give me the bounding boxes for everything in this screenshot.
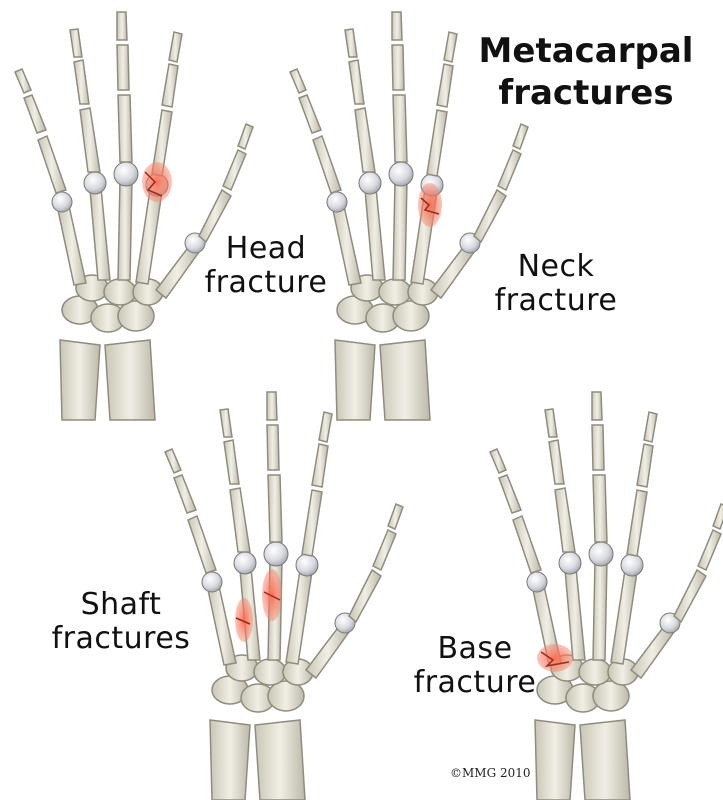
head-fracture-highlight — [142, 162, 172, 202]
hand-head-fracture — [14, 11, 254, 421]
figure-title: Metacarpal fractures — [476, 30, 696, 114]
label-shaft-fractures: Shaft fractures — [46, 588, 196, 656]
label-base-line-1: Base — [437, 631, 513, 666]
label-head-fracture: Head fracture — [196, 232, 336, 300]
label-neck-line-1: Neck — [517, 249, 595, 284]
hand-base-fracture — [489, 391, 723, 800]
neck-fracture-highlight — [418, 183, 442, 227]
copyright-notice: ©MMG 2010 — [450, 766, 531, 780]
label-shaft-line-1: Shaft — [80, 587, 162, 622]
label-head-line-1: Head — [225, 231, 307, 266]
shaft-fracture-highlight-2 — [235, 598, 253, 642]
title-line-2: fractures — [498, 73, 674, 113]
label-shaft-line-2: fractures — [51, 621, 191, 656]
hand-shaft-fractures — [164, 391, 404, 800]
label-base-fracture: Base fracture — [400, 632, 550, 700]
label-head-line-2: fracture — [204, 265, 328, 300]
label-base-line-2: fracture — [413, 665, 537, 700]
shaft-fracture-highlight-1 — [262, 569, 282, 621]
title-line-1: Metacarpal — [478, 31, 694, 71]
base-fracture-highlight — [537, 644, 573, 672]
hand-neck-fracture — [289, 11, 529, 421]
label-neck-line-2: fracture — [494, 283, 618, 318]
label-neck-fracture: Neck fracture — [486, 250, 626, 318]
